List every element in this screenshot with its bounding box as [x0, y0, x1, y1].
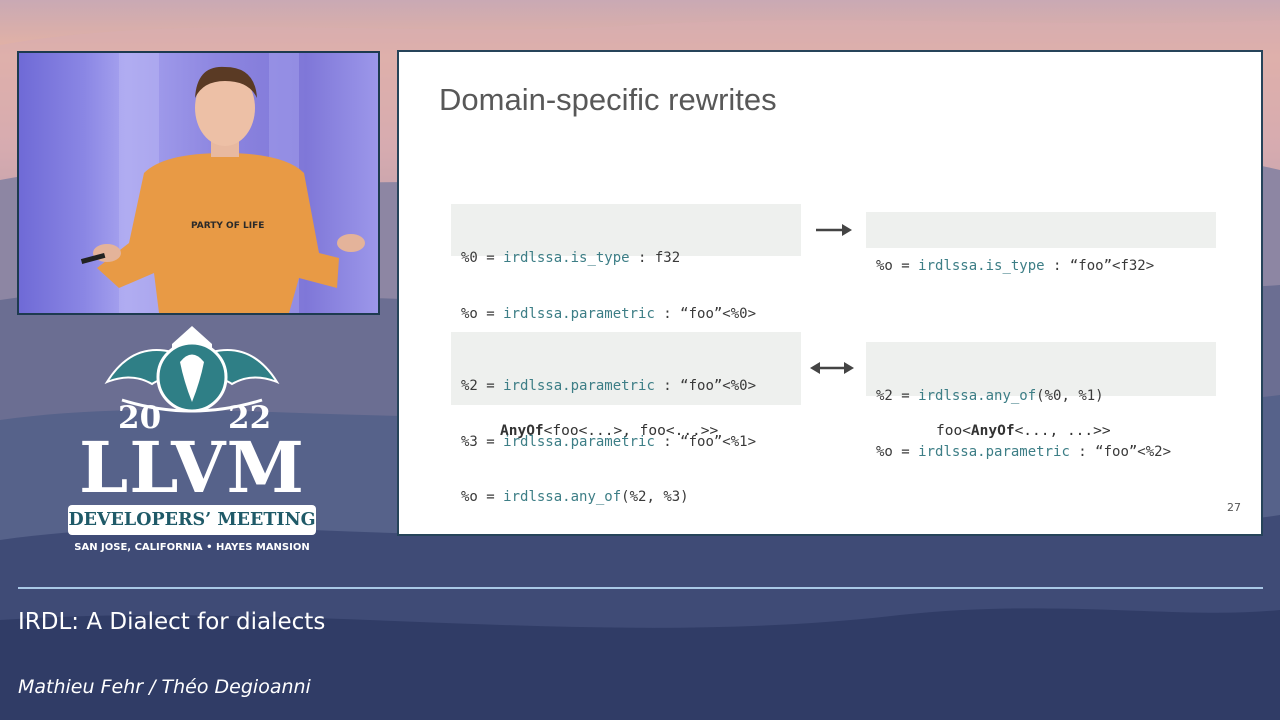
code-line: %3 = irdlssa.parametric : “foo”<%1>: [461, 433, 757, 450]
code-line: %o = irdlssa.parametric : “foo”<%2>: [876, 443, 1172, 460]
presentation-slide: Domain-specific rewrites %0 = irdlssa.is…: [397, 50, 1263, 536]
code-line: %0 = irdlssa.is_type : f32: [461, 250, 681, 266]
logo-year-left: 20: [118, 400, 162, 436]
logo-llvm-wordmark: LLVM: [79, 426, 305, 509]
caption-anyof-before: AnyOf<foo<...>, foo<...>>: [500, 423, 719, 439]
lower-third-divider: [18, 587, 1263, 589]
code-block-rewrite1-after: %o = irdlssa.is_type : “foo”<f32>: [866, 212, 1216, 274]
speaker-figure: PARTY OF LIFE: [80, 53, 365, 313]
slide-page-number: 27: [1227, 501, 1241, 514]
code-line: %o = irdlssa.parametric : “foo”<%0>: [461, 305, 757, 322]
talk-title: IRDL: A Dialect for dialects: [18, 609, 326, 635]
code-line: %2 = irdlssa.parametric : “foo”<%0>: [461, 378, 757, 394]
code-block-rewrite1-before: %0 = irdlssa.is_type : f32 %o = irdlssa.…: [451, 204, 801, 322]
dragon-emblem-icon: [104, 326, 280, 413]
llvm-conference-logo: 20 22 LLVM DEVELOPERS’ MEETING SAN JOSE,…: [62, 322, 322, 562]
code-line: %o = irdlssa.is_type : “foo”<f32>: [876, 258, 1155, 274]
right-arrow-icon: [816, 224, 852, 236]
shirt-text: PARTY OF LIFE: [191, 221, 264, 231]
slide-title: Domain-specific rewrites: [439, 82, 777, 117]
code-block-rewrite2-before: %2 = irdlssa.parametric : “foo”<%0> %3 =…: [451, 332, 801, 505]
logo-banner: DEVELOPERS’ MEETING: [68, 505, 316, 535]
code-block-rewrite2-after: %2 = irdlssa.any_of(%0, %1) %o = irdlssa…: [866, 342, 1216, 460]
code-line: %2 = irdlssa.any_of(%0, %1): [876, 388, 1104, 404]
logo-location: SAN JOSE, CALIFORNIA • HAYES MANSION: [74, 542, 310, 553]
talk-authors: Mathieu Fehr / Théo Degioanni: [18, 676, 311, 698]
speaker-video: PARTY OF LIFE: [17, 51, 380, 315]
bidirectional-arrow-icon: [810, 362, 854, 374]
code-line: %o = irdlssa.any_of(%2, %3): [461, 489, 689, 505]
caption-anyof-after: foo<AnyOf<..., ...>>: [936, 423, 1111, 439]
logo-year-right: 22: [228, 400, 272, 436]
